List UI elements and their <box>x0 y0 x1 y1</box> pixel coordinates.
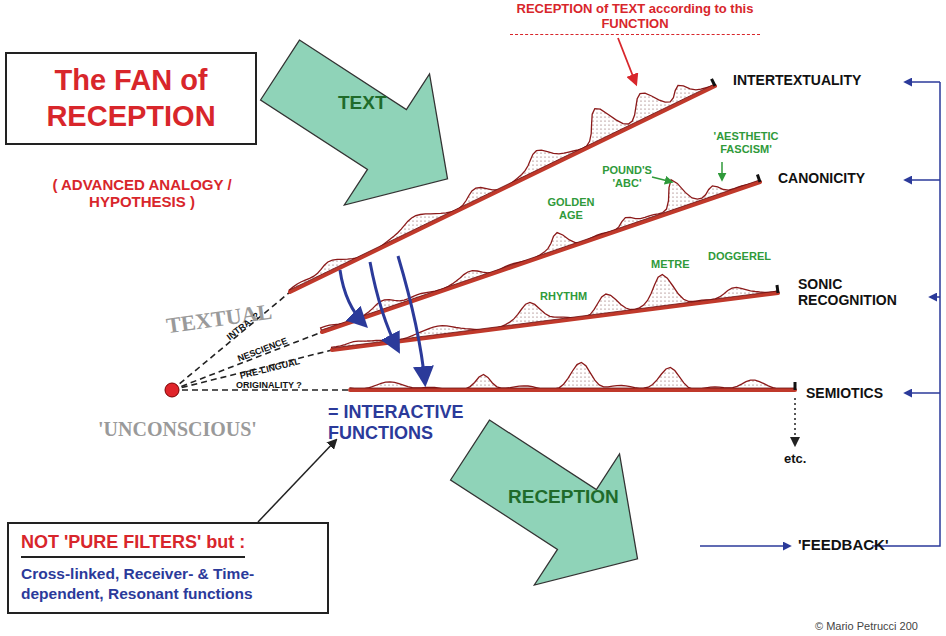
block-arrow <box>240 20 500 230</box>
reception-curve <box>350 388 795 389</box>
reception-curve <box>321 180 759 330</box>
diagram-label: 'AESTHETIC FASCISM' <box>706 130 786 155</box>
diagram-label: INTERTEXTUALITY <box>733 72 861 88</box>
node-body: Cross-linked, Receiver- & Time-dependent… <box>21 564 276 604</box>
block-arrow-node: RECEPTION <box>440 420 700 635</box>
text-box: NOT 'PURE FILTERS' but : Cross-linked, Re… <box>7 522 329 614</box>
reception-curve <box>794 382 797 390</box>
node-heading: The FAN of RECEPTION <box>13 62 249 135</box>
reception-curve <box>712 79 715 86</box>
diagram-label: RHYTHM <box>540 290 587 303</box>
diagram-label: POUND'S 'ABC' <box>600 164 654 189</box>
node-heading: TEXT <box>338 92 387 114</box>
diagram-label: ORIGINALITY ? <box>236 380 302 390</box>
reception-curve <box>757 174 760 182</box>
diagram-label: METRE <box>651 258 690 271</box>
diagram-label: © Mario Petrucci 200 <box>815 620 918 633</box>
diagram-label: 'UNCONSCIOUS' <box>98 418 257 441</box>
diagram-label: ( ADVANCED ANALOGY / HYPOTHESIS ) <box>22 176 262 211</box>
diagram-label: etc. <box>784 452 806 467</box>
diagram-label: = INTERACTIVE FUNCTIONS <box>328 402 528 443</box>
diagram-label: GOLDEN AGE <box>544 196 598 221</box>
diagram-label: RECEPTION of TEXT according to this FUNC… <box>510 2 760 35</box>
reception-curve <box>332 275 778 351</box>
node-heading: NOT 'PURE FILTERS' but : <box>21 532 245 558</box>
node-heading: RECEPTION <box>508 486 619 508</box>
diagram-label: SONIC RECOGNITION <box>798 276 933 308</box>
block-arrow-node: TEXT <box>240 20 500 230</box>
diagram-label: 'FEEDBACK' <box>798 536 888 553</box>
reception-curve <box>350 388 795 392</box>
reception-curve <box>350 362 795 390</box>
text-box: The FAN of RECEPTION <box>5 52 257 145</box>
reception-curve <box>777 285 778 293</box>
diagram-label: DOGGEREL <box>708 250 771 263</box>
block-arrow <box>440 420 700 635</box>
diagram-label: CANONICITY <box>778 170 865 186</box>
diagram-label: SEMIOTICS <box>806 385 883 401</box>
